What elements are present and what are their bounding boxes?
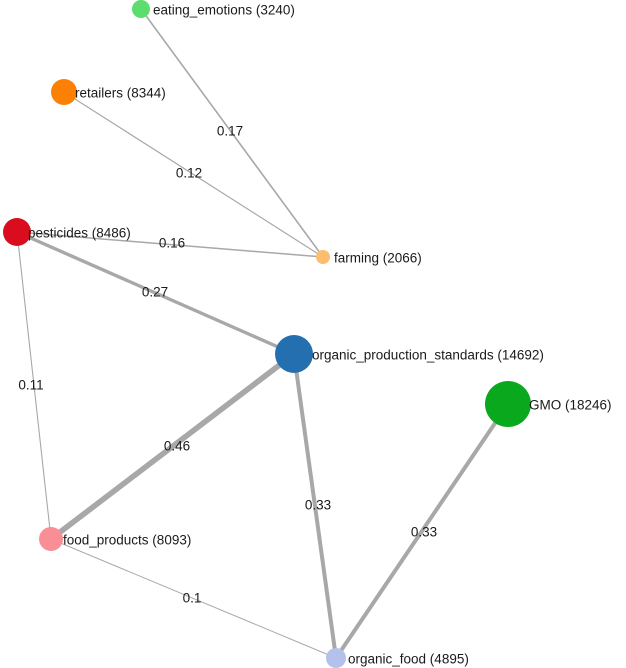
edges-group: [15, 8, 510, 660]
graph-edge-pesticides-food_products[interactable]: [16, 231, 52, 540]
node-label-organic_food: organic_food (4895): [348, 651, 469, 667]
graph-edge-pesticides-organic_production_standards[interactable]: [15, 230, 296, 356]
edge-weight-label-eating_emotions-farming: 0.17: [216, 123, 244, 139]
graph-node-GMO[interactable]: [485, 381, 531, 427]
edge-weight-label-pesticides-food_products: 0.11: [18, 377, 44, 393]
graph-edge-pesticides-farming[interactable]: [16, 231, 324, 258]
graph-node-pesticides[interactable]: [3, 218, 31, 246]
edge-weight-label-organic_production_standards-organic_food: 0.33: [304, 497, 332, 513]
graph-edge-eating_emotions-farming[interactable]: [140, 8, 324, 258]
edge-weight-label-GMO-organic_food: 0.33: [410, 524, 438, 540]
edge-weight-label-food_products-organic_food: 0.1: [182, 590, 202, 606]
edge-weight-label-retailers-farming: 0.12: [175, 165, 203, 181]
graph-node-farming[interactable]: [316, 250, 330, 264]
graph-edge-organic_production_standards-organic_food[interactable]: [292, 352, 338, 660]
graph-edge-GMO-organic_food[interactable]: [334, 402, 510, 660]
node-label-eating_emotions: eating_emotions (3240): [153, 2, 295, 18]
edge-weight-label-pesticides-farming: 0.16: [158, 235, 186, 251]
node-label-GMO: GMO (18246): [529, 397, 612, 413]
graph-node-food_products[interactable]: [39, 527, 63, 551]
node-label-retailers: retailers (8344): [75, 85, 166, 101]
node-label-farming: farming (2066): [334, 250, 422, 266]
graph-node-organic_food[interactable]: [326, 648, 346, 668]
nodes-group: [3, 0, 531, 668]
graph-edge-organic_production_standards-food_products[interactable]: [48, 351, 297, 542]
graph-edge-retailers-farming[interactable]: [63, 91, 324, 258]
node-label-food_products: food_products (8093): [63, 532, 192, 548]
edge-weight-label-pesticides-organic_production_standards: 0.27: [141, 284, 169, 300]
graph-node-eating_emotions[interactable]: [132, 0, 150, 18]
graph-edge-food_products-organic_food[interactable]: [50, 538, 337, 659]
edge-weight-label-organic_production_standards-food_products: 0.46: [163, 438, 191, 454]
graph-node-organic_production_standards[interactable]: [275, 335, 313, 373]
node-label-organic_production_standards: organic_production_standards (14692): [312, 347, 544, 363]
graph-node-retailers[interactable]: [51, 79, 77, 105]
node-label-pesticides: pesticides (8486): [28, 225, 131, 241]
